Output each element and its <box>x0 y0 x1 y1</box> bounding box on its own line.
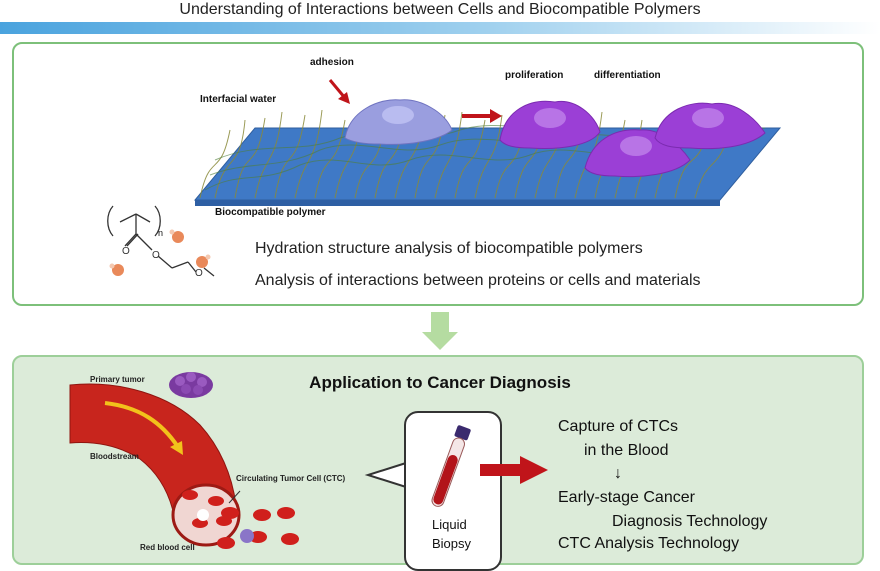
label-interfacial-water: Interfacial water <box>200 94 277 105</box>
formula-oxygen-1: O <box>122 246 130 257</box>
title-underline-bar <box>0 22 880 34</box>
differentiated-cell-2 <box>654 102 766 150</box>
label-red-blood-cell: Red blood cell <box>140 543 195 552</box>
polymer-structure-formula <box>107 205 215 277</box>
polymer-surface-illustration: O O O <box>107 79 782 279</box>
formula-oxygen-3: O <box>195 268 203 279</box>
blood-tube-icon <box>431 425 471 507</box>
polymer-slab-edge <box>195 200 720 206</box>
bubble-text-biopsy: Biopsy <box>432 536 472 551</box>
text-interaction-analysis: Analysis of interactions between protein… <box>255 272 701 289</box>
formula-oxygen-2: O <box>152 250 160 261</box>
text-capture-ctcs: Capture of CTCs <box>558 418 679 435</box>
bloodstream-arrow-icon <box>104 401 180 449</box>
down-arrow-icon <box>422 312 458 350</box>
text-hydration-analysis: Hydration structure analysis of biocompa… <box>255 240 643 257</box>
ctc-pointer-line <box>228 490 241 504</box>
proliferation-arrow-icon <box>462 109 502 123</box>
proliferating-cell <box>499 100 601 149</box>
white-blood-cell-icon <box>240 529 254 543</box>
down-arrow-glyph: ↓ <box>614 465 622 482</box>
label-adhesion: adhesion <box>310 57 354 68</box>
label-ctc: Circulating Tumor Cell (CTC) <box>236 474 346 483</box>
primary-tumor-icon <box>169 372 213 398</box>
page-title: Understanding of Interactions between Ce… <box>179 1 701 18</box>
liquid-biopsy-bubble <box>404 411 502 571</box>
bloodstream-illustration <box>69 372 299 549</box>
ctc-cell-icon <box>197 509 209 521</box>
formula-subscript-n: n <box>158 228 164 238</box>
label-proliferation: proliferation <box>505 70 564 81</box>
bubble-text-liquid: Liquid <box>432 517 467 532</box>
label-primary-tumor: Primary tumor <box>90 375 145 384</box>
text-early-stage-cancer: Early-stage Cancer <box>558 489 695 506</box>
text-diagnosis-technology: Diagnosis Technology <box>612 513 768 530</box>
label-bloodstream: Bloodstream <box>90 452 139 461</box>
red-blood-cells <box>182 490 299 549</box>
right-arrow-icon <box>480 456 548 484</box>
cancer-diagnosis-title: Application to Cancer Diagnosis <box>309 373 571 392</box>
label-biocompatible-polymer: Biocompatible polymer <box>215 207 326 218</box>
text-ctc-analysis-technology: CTC Analysis Technology <box>558 535 740 552</box>
adhesion-arrow-icon <box>328 79 350 104</box>
bubble-pointer <box>364 461 408 489</box>
text-in-the-blood: in the Blood <box>584 442 669 459</box>
label-differentiation: differentiation <box>594 70 661 81</box>
water-molecule-icons <box>109 229 211 276</box>
adhered-cell <box>344 99 453 145</box>
